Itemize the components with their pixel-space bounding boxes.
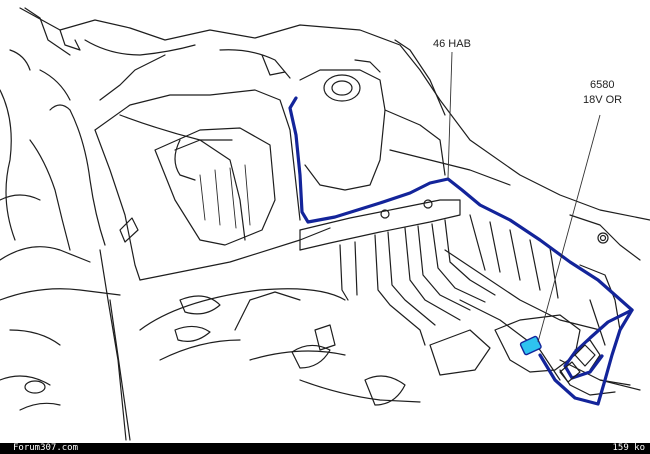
connector-6580 [519,335,542,356]
component-code-label: 6580 [590,79,614,91]
body-structure [0,7,650,441]
callout-6580: 6580 18V OR [537,79,622,343]
component-desc-label: 18V OR [583,94,622,106]
callout-46-hab: 46 HAB [433,38,471,179]
car-trunk-wiring-diagram: 46 HAB 6580 18V OR [0,7,650,441]
file-size: 159 ko [612,443,645,453]
footer-bar: Forum307.com 159 ko [0,443,650,454]
site-watermark: Forum307.com [13,443,79,453]
connector-housing [559,344,596,383]
harness-46-hab [288,96,634,406]
harness-label: 46 HAB [433,38,471,50]
